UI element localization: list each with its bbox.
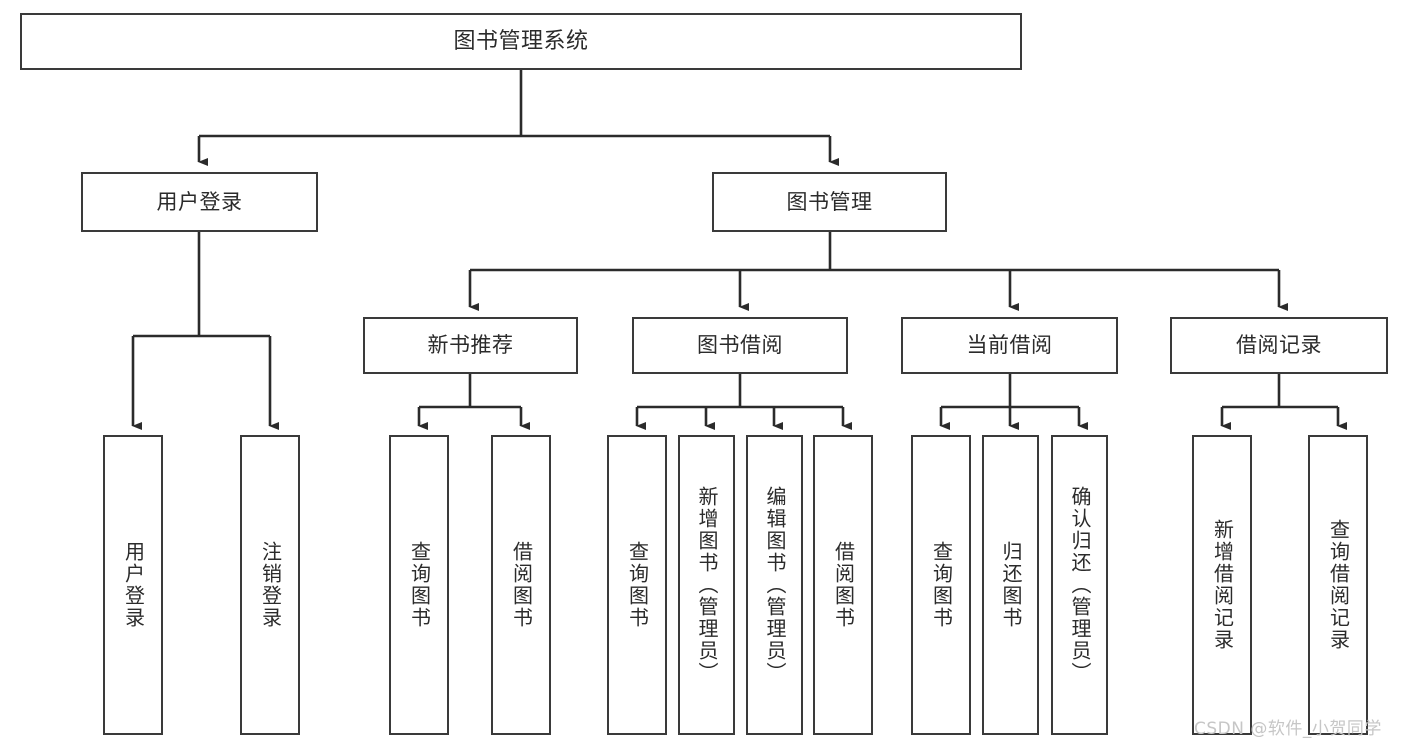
node-new-book-recommend[interactable]: 新书推荐 bbox=[363, 317, 578, 374]
node-label: 图书管理 bbox=[786, 189, 873, 214]
node-label: 归还图书 bbox=[999, 541, 1023, 629]
node-label: 图书借阅 bbox=[697, 333, 783, 358]
node-label: 查询图书 bbox=[407, 541, 432, 629]
node-leaf-query-book-3[interactable]: 查询图书 bbox=[911, 435, 971, 735]
node-leaf-logout-login[interactable]: 注销登录 bbox=[240, 435, 300, 735]
node-label: 查询借阅记录 bbox=[1326, 519, 1351, 651]
node-label: 当前借阅 bbox=[966, 333, 1053, 358]
node-leaf-return-book[interactable]: 归还图书 bbox=[982, 435, 1039, 735]
node-current-borrow[interactable]: 当前借阅 bbox=[901, 317, 1118, 374]
node-label: 借阅图书 bbox=[509, 541, 534, 629]
node-leaf-user-login[interactable]: 用户登录 bbox=[103, 435, 163, 735]
node-leaf-add-book[interactable]: 新增图书（管理员） bbox=[678, 435, 735, 735]
node-label: 用户登录 bbox=[121, 541, 146, 629]
node-leaf-borrow-book-2[interactable]: 借阅图书 bbox=[813, 435, 873, 735]
node-leaf-query-book-2[interactable]: 查询图书 bbox=[607, 435, 667, 735]
node-label: 查询图书 bbox=[929, 541, 954, 629]
node-leaf-query-record[interactable]: 查询借阅记录 bbox=[1308, 435, 1368, 735]
node-label: 图书管理系统 bbox=[453, 28, 589, 54]
node-label: 借阅记录 bbox=[1236, 333, 1322, 358]
node-label: 确认归还（管理员） bbox=[1068, 486, 1092, 684]
node-leaf-add-record[interactable]: 新增借阅记录 bbox=[1192, 435, 1252, 735]
node-label: 借阅图书 bbox=[831, 541, 856, 629]
node-label: 注销登录 bbox=[258, 541, 283, 629]
node-label: 新增借阅记录 bbox=[1210, 519, 1235, 651]
node-label: 编辑图书（管理员） bbox=[763, 486, 787, 684]
node-label: 新增图书（管理员） bbox=[695, 486, 719, 684]
node-label: 用户登录 bbox=[156, 189, 243, 214]
node-book-borrow[interactable]: 图书借阅 bbox=[632, 317, 848, 374]
node-book-manage[interactable]: 图书管理 bbox=[712, 172, 947, 232]
node-root-system[interactable]: 图书管理系统 bbox=[20, 13, 1022, 70]
node-leaf-edit-book[interactable]: 编辑图书（管理员） bbox=[746, 435, 803, 735]
watermark-text: CSDN @软件_小贺同学 bbox=[1194, 719, 1382, 739]
node-leaf-borrow-book-1[interactable]: 借阅图书 bbox=[491, 435, 551, 735]
node-label: 新书推荐 bbox=[427, 333, 514, 358]
node-user-login[interactable]: 用户登录 bbox=[81, 172, 318, 232]
node-leaf-confirm-return[interactable]: 确认归还（管理员） bbox=[1051, 435, 1108, 735]
node-label: 查询图书 bbox=[625, 541, 650, 629]
node-borrow-record[interactable]: 借阅记录 bbox=[1170, 317, 1388, 374]
node-leaf-query-book-1[interactable]: 查询图书 bbox=[389, 435, 449, 735]
